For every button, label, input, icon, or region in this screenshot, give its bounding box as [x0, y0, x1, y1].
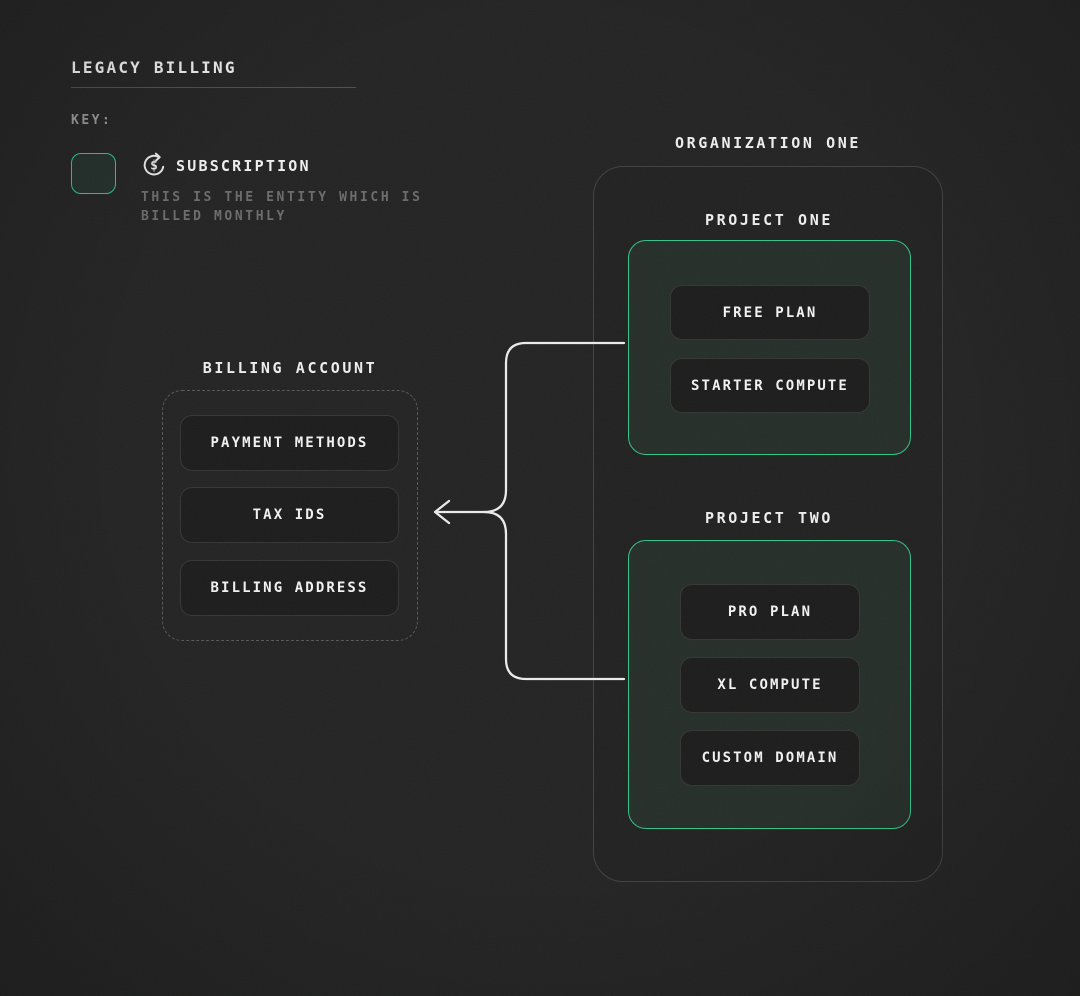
pro-plan-chip: PRO PLAN [680, 584, 860, 640]
dollar-glyph: $ [150, 158, 158, 173]
subscription-color-swatch [71, 153, 116, 194]
key-label: KEY: [71, 113, 113, 128]
arrowhead-left-icon [433, 499, 451, 525]
page-title: LEGACY BILLING [71, 58, 237, 77]
project-one-title: PROJECT ONE [705, 211, 833, 229]
title-underline [71, 87, 356, 88]
xl-compute-chip: XL COMPUTE [680, 657, 860, 713]
organization-box: PROJECT ONE FREE PLAN STARTER COMPUTE PR… [593, 166, 943, 882]
billing-address-chip: BILLING ADDRESS [180, 560, 399, 616]
project-two-title: PROJECT TWO [705, 509, 833, 527]
recurring-dollar-icon: $ [143, 152, 165, 176]
legend-description: THIS IS THE ENTITY WHICH IS BILLED MONTH… [141, 190, 423, 224]
custom-domain-chip: CUSTOM DOMAIN [680, 730, 860, 786]
tax-ids-chip: TAX IDS [180, 487, 399, 543]
organization-title: ORGANIZATION ONE [674, 134, 862, 152]
free-plan-chip: FREE PLAN [670, 285, 870, 340]
starter-compute-chip: STARTER COMPUTE [670, 358, 870, 413]
project-one-box: FREE PLAN STARTER COMPUTE [628, 240, 911, 455]
billing-account-box: PAYMENT METHODS TAX IDS BILLING ADDRESS [162, 390, 418, 641]
payment-methods-chip: PAYMENT METHODS [180, 415, 399, 471]
legend-label: SUBSCRIPTION [176, 157, 311, 175]
billing-account-title: BILLING ACCOUNT [202, 359, 378, 377]
project-two-box: PRO PLAN XL COMPUTE CUSTOM DOMAIN [628, 540, 911, 829]
